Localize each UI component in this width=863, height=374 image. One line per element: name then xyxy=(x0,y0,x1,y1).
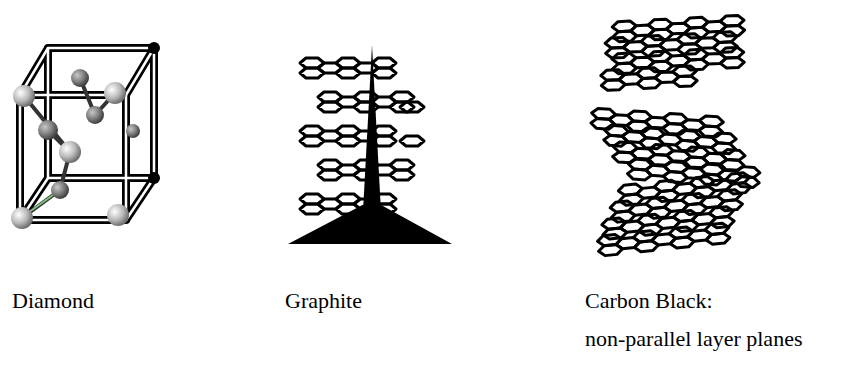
structure-note: non-parallel layer planes xyxy=(585,326,802,352)
graphite-layers xyxy=(288,45,452,244)
diamond-cell xyxy=(11,42,160,229)
allotrope-label: Graphite xyxy=(285,288,362,314)
allotrope-label: Diamond xyxy=(12,288,94,314)
carbon-black-layers xyxy=(587,15,763,256)
allotrope-label: Carbon Black: xyxy=(585,288,713,314)
